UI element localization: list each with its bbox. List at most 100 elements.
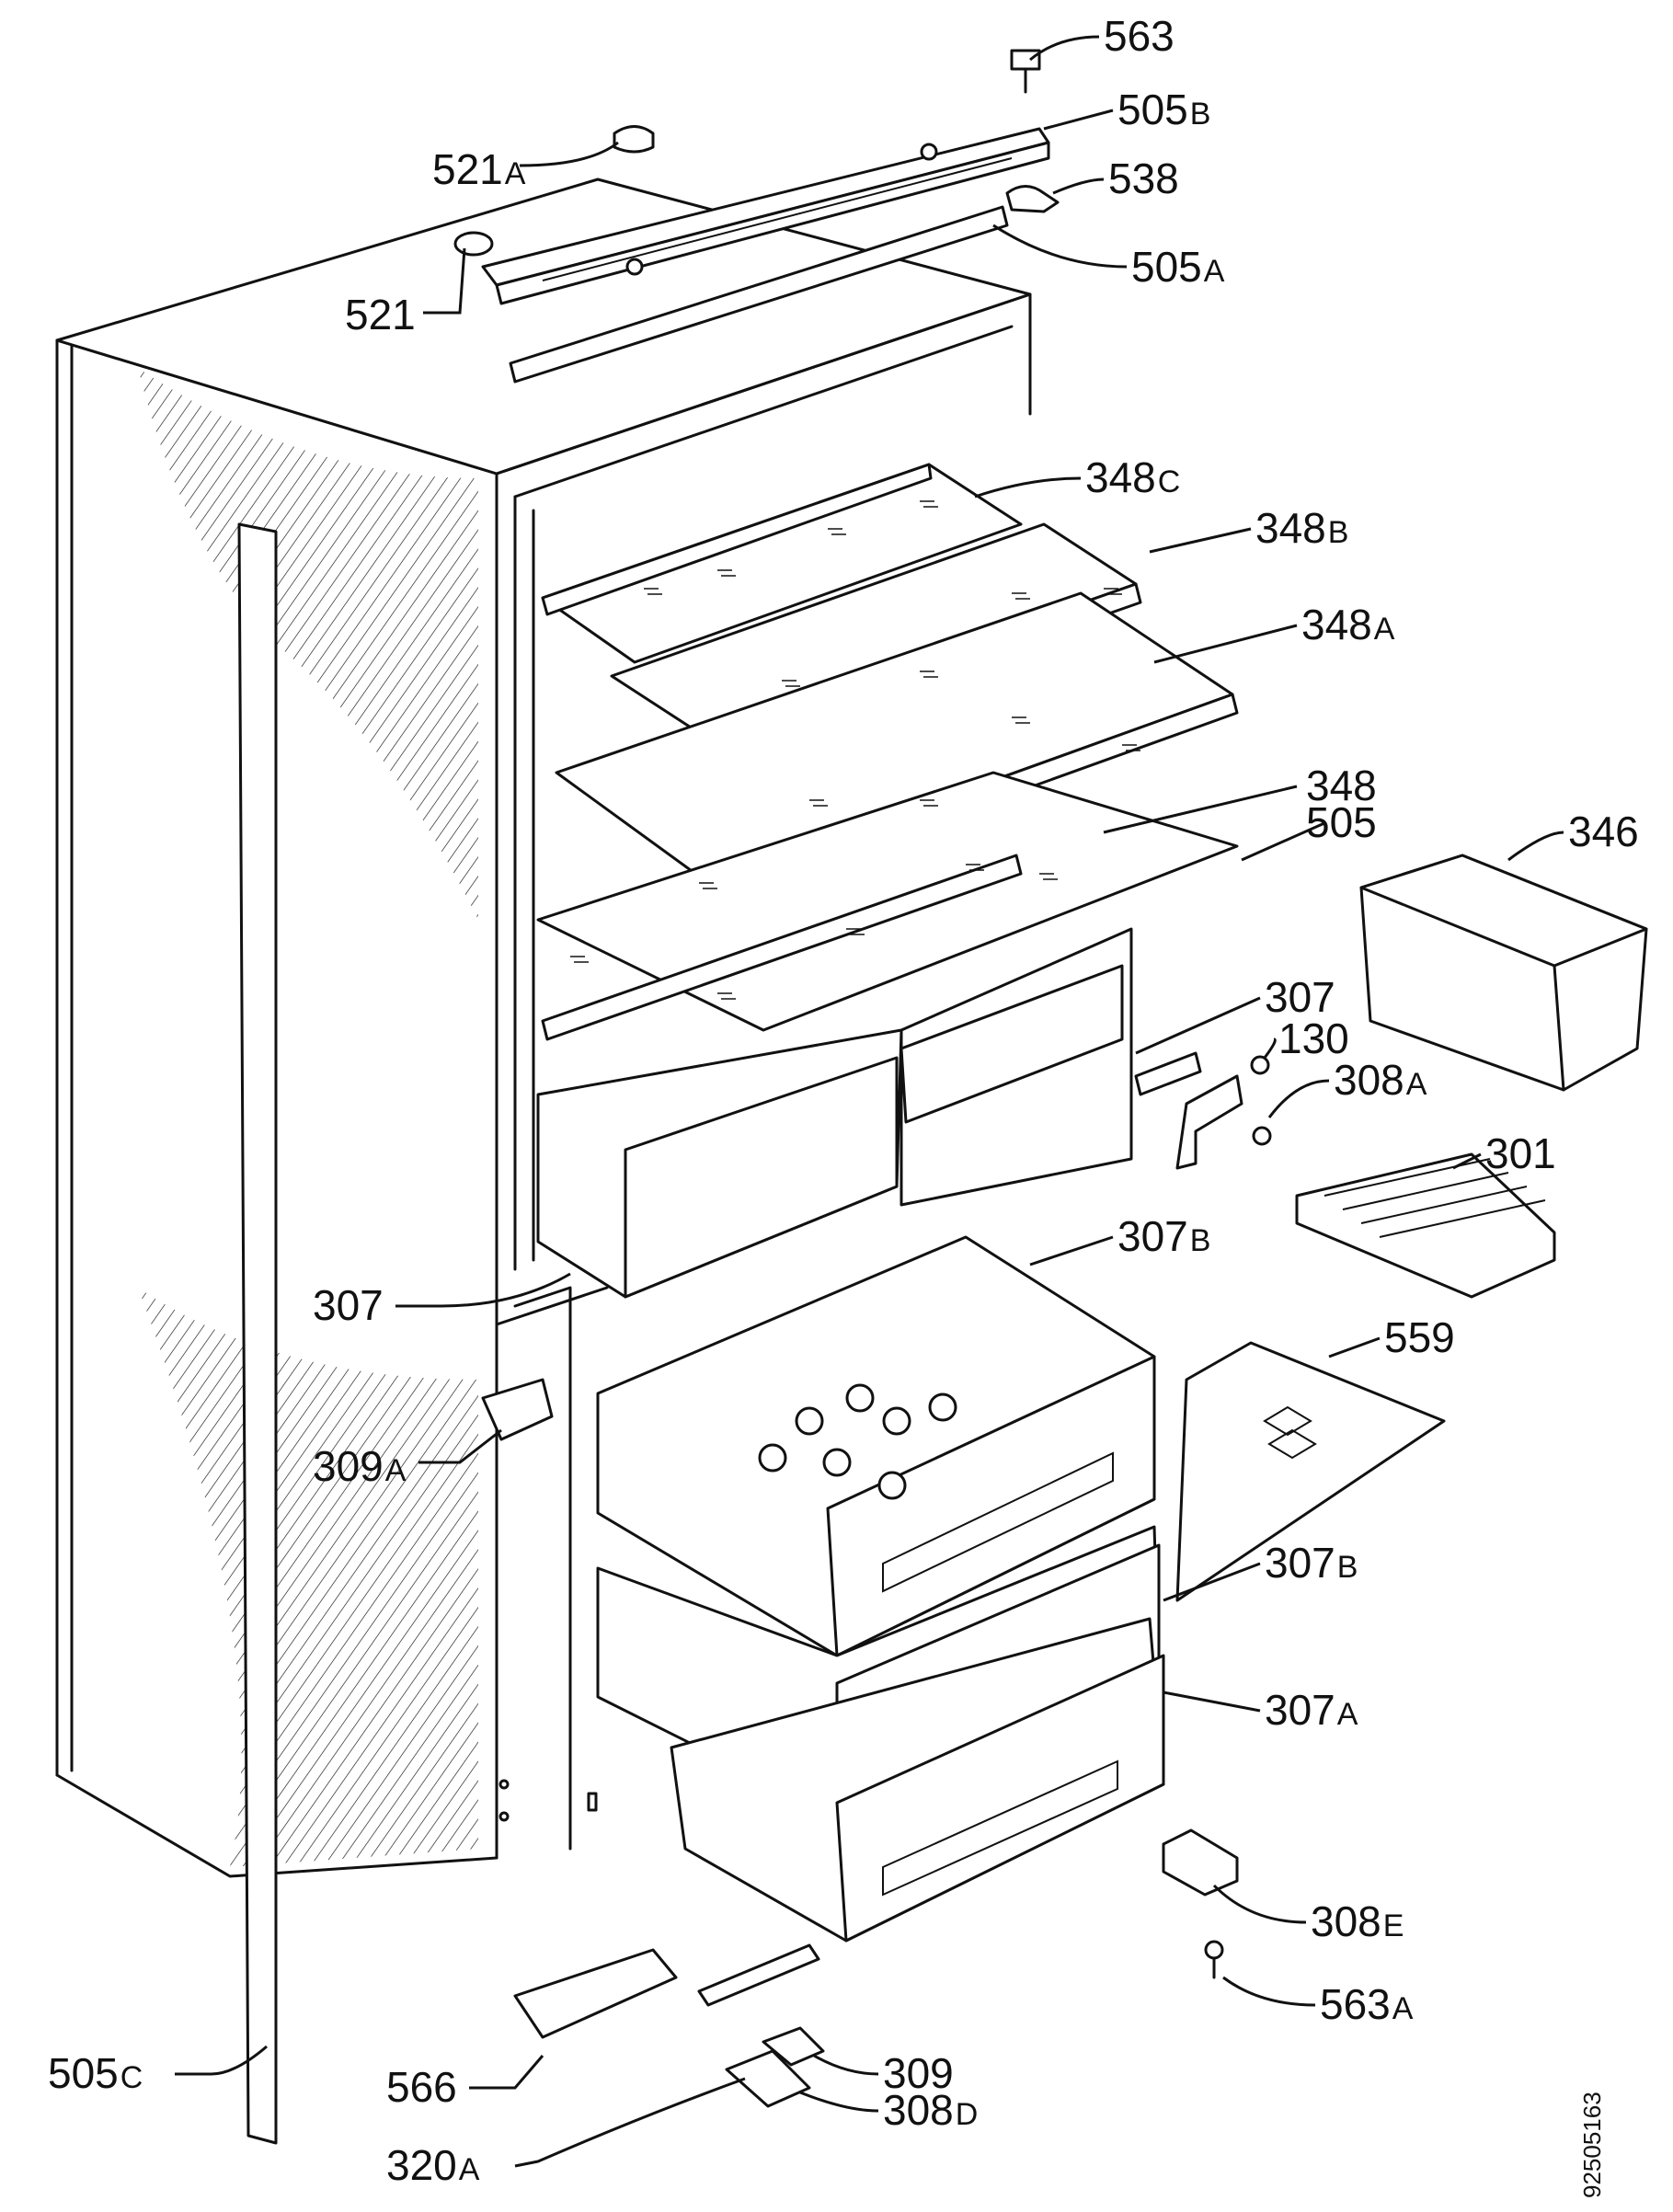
front-frame-top <box>495 292 1032 476</box>
freezer-drawer-top-handle <box>882 1451 1114 1593</box>
part-label-538: 538 <box>1108 155 1179 202</box>
part-label-563a: 563A <box>1320 1980 1414 2028</box>
part-suffix: C <box>1158 464 1181 499</box>
part-number: 566 <box>386 2063 457 2111</box>
part-suffix: A <box>505 156 526 191</box>
part-number: 307 <box>1265 1686 1335 1734</box>
clip-309A <box>481 1378 554 1441</box>
cap-521 <box>453 231 494 257</box>
part-suffix: A <box>385 1453 407 1488</box>
part-label-307a: 307A <box>1265 1686 1358 1734</box>
part-label-346: 346 <box>1568 808 1639 855</box>
part-label-505a: 505A <box>1131 243 1225 291</box>
frame-screw-2 <box>498 1811 510 1822</box>
part-number: 308 <box>1334 1056 1404 1104</box>
door-bin-346 <box>1359 854 1648 1092</box>
hinge-308D <box>725 2049 811 2108</box>
part-label-563: 563 <box>1104 12 1175 60</box>
bar-320A <box>697 1943 820 2007</box>
part-suffix: B <box>1190 1223 1211 1258</box>
part-suffix: B <box>1337 1550 1358 1585</box>
part-label-308a: 308A <box>1334 1056 1427 1104</box>
part-label-307b1: 307B <box>1117 1212 1210 1260</box>
part-number: 130 <box>1278 1014 1349 1062</box>
part-suffix: A <box>459 2152 480 2187</box>
part-label-348a: 348A <box>1301 601 1395 648</box>
part-label-308d: 308D <box>883 2086 978 2134</box>
part-number: 505 <box>1117 86 1188 133</box>
crisper-left-front <box>624 1056 899 1299</box>
cap-521A <box>613 125 655 154</box>
bracket-hole-2 <box>920 143 938 161</box>
part-label-505b: 505B <box>1117 86 1210 133</box>
frame-slot <box>587 1792 598 1812</box>
part-number: 301 <box>1485 1129 1556 1177</box>
glass-marks <box>570 500 1140 1000</box>
part-number: 309 <box>883 2049 954 2097</box>
clip-309 <box>762 2026 825 2067</box>
freezer-frame-left <box>513 1286 572 1851</box>
part-suffix: C <box>120 2060 143 2095</box>
part-label-348: 348 <box>1306 762 1377 809</box>
hinge-rod-505A <box>509 205 1009 384</box>
part-number: 320 <box>386 2141 457 2189</box>
part-suffix: A <box>1392 1991 1414 2026</box>
part-suffix: A <box>1406 1067 1427 1102</box>
part-label-309a: 309A <box>313 1442 407 1490</box>
bottom-small-parts <box>481 1378 1239 2108</box>
freezer-drawer-bottom-front <box>835 1654 1165 1943</box>
top-hinge-assembly <box>453 49 1060 384</box>
door-bin-top <box>1359 854 1648 968</box>
part-suffix: A <box>1337 1697 1358 1732</box>
freezer-flap-559 <box>1175 1341 1446 1602</box>
side-shading-lower <box>138 1288 478 1867</box>
part-label-307r: 307 <box>1265 973 1335 1021</box>
frame-screw-1 <box>498 1779 510 1790</box>
part-label-505c: 505C <box>48 2049 143 2097</box>
part-number: 346 <box>1568 808 1639 855</box>
part-number: 307 <box>313 1281 384 1329</box>
part-label-521: 521 <box>345 291 416 338</box>
glass-shelves <box>536 463 1239 1041</box>
shelf-348-front <box>541 854 1023 1041</box>
ice-tray-301 <box>1295 1152 1556 1299</box>
leader-lines <box>175 35 1564 2168</box>
document-number: 92505163 <box>1578 2092 1606 2198</box>
part-307-plate <box>1134 1051 1202 1096</box>
part-number: 348 <box>1301 601 1372 648</box>
hinge-pin-538 <box>1005 185 1060 213</box>
freezer-drawer-bottom-handle <box>882 1759 1118 1897</box>
freezer-drawers <box>596 1235 1165 1943</box>
part-number: 307 <box>1265 1539 1335 1587</box>
hinge-308E <box>1162 1828 1239 1897</box>
part-suffix: A <box>1374 612 1395 647</box>
part-number: 348 <box>1255 504 1326 552</box>
part-label-348b: 348B <box>1255 504 1348 552</box>
front-frame-inner-top <box>513 325 1014 499</box>
part-label-505: 505 <box>1306 798 1377 846</box>
part-label-301: 301 <box>1485 1129 1556 1177</box>
part-number: 521 <box>345 291 416 338</box>
part-label-130: 130 <box>1278 1014 1349 1062</box>
part-number: 559 <box>1384 1313 1455 1361</box>
bracket-hole-1 <box>625 258 644 276</box>
part-label-307l: 307 <box>313 1281 384 1329</box>
cabinet-body <box>55 178 1032 2145</box>
part-label-348c: 348C <box>1085 453 1180 501</box>
hinge-308A-pin <box>1252 1126 1272 1146</box>
part-label-307b2: 307B <box>1265 1539 1358 1587</box>
freezer-frame-outer <box>495 1286 609 1860</box>
part-number: 348 <box>1306 762 1377 809</box>
part-label-320a: 320A <box>386 2141 480 2189</box>
fridge-crisper-drawers <box>536 927 1133 1299</box>
part-label-566: 566 <box>386 2063 457 2111</box>
part-label-559: 559 <box>1384 1313 1455 1361</box>
part-suffix: A <box>1204 254 1225 289</box>
door-seal-strip <box>237 522 278 2145</box>
part-suffix: E <box>1383 1908 1404 1943</box>
ice-tray-cells <box>1324 1158 1546 1238</box>
hinge-308A <box>1175 1074 1243 1170</box>
